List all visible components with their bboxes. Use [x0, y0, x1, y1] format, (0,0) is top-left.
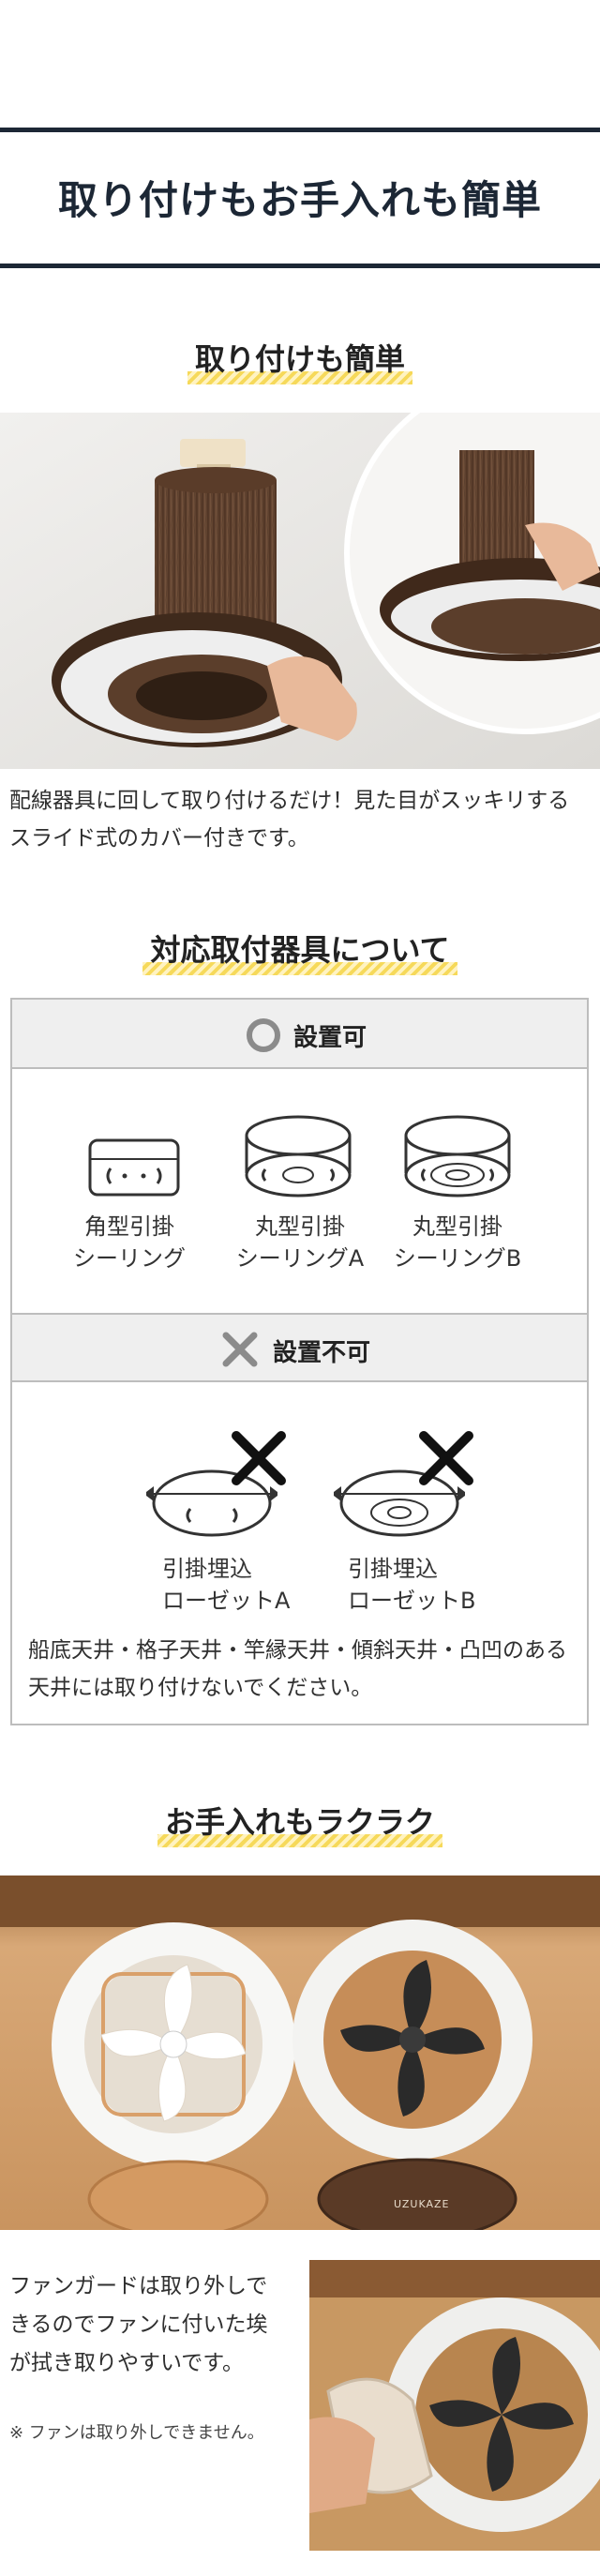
fixture-label-3: 丸型引掛シーリングB [393, 1213, 522, 1272]
care-photo [0, 1876, 600, 2230]
circle-ok-icon [247, 1018, 280, 1052]
compat-table: 設置可 角型引掛シーリング 丸型引掛シーリングA 丸型引掛シーリングB [10, 998, 589, 1725]
fixture-label-1: 角型引掛シーリング [73, 1213, 186, 1272]
ok-label: 設置可 [293, 1024, 368, 1052]
header-bottom-rule [0, 264, 600, 268]
round-ceiling-a-icon [245, 1115, 352, 1198]
brand-mark: UZUKAZE [394, 2198, 450, 2210]
ng-header: 設置不可 [12, 1313, 587, 1382]
install-description: 配線器具に回して取り付けるだけ！見た目がスッキリするスライド式のカバー付きです。 [9, 789, 570, 851]
embedded-rosette-b-icon [334, 1431, 473, 1537]
fixture-label-2: 丸型引掛シーリングA [235, 1213, 365, 1272]
ng-fixture-label-1: 引掛埋込ローゼットA [162, 1556, 291, 1614]
ng-fixture-label-2: 引掛埋込ローゼットB [348, 1556, 476, 1614]
ceiling-warning: 船底天井・格子天井・竿縁天井・傾斜天井・凸凹のある天井には取り付けないでください… [28, 1638, 567, 1700]
ok-header: 設置可 [12, 1000, 587, 1069]
care-heading: お手入れもラクラク [0, 1799, 600, 1847]
care-footnote: ※ ファンは取り外しできません。 [9, 2423, 264, 2443]
ng-label: 設置不可 [273, 1339, 371, 1367]
compat-heading: 対応取付器具について [0, 926, 600, 975]
header-top-rule [0, 128, 600, 132]
cross-ng-icon [222, 1332, 258, 1367]
page-title: 取り付けもお手入れも簡単 [57, 177, 542, 223]
install-photo [0, 413, 600, 769]
care-description: ファンガードは取り外しできるのでファンに付いた埃が拭き取りやすいです。 [9, 2274, 268, 2375]
square-ceiling-icon [88, 1138, 180, 1197]
round-ceiling-b-icon [404, 1115, 511, 1198]
embedded-rosette-a-icon [146, 1431, 286, 1537]
install-heading: 取り付けも簡単 [0, 336, 600, 384]
cleaning-photo [309, 2260, 600, 2551]
